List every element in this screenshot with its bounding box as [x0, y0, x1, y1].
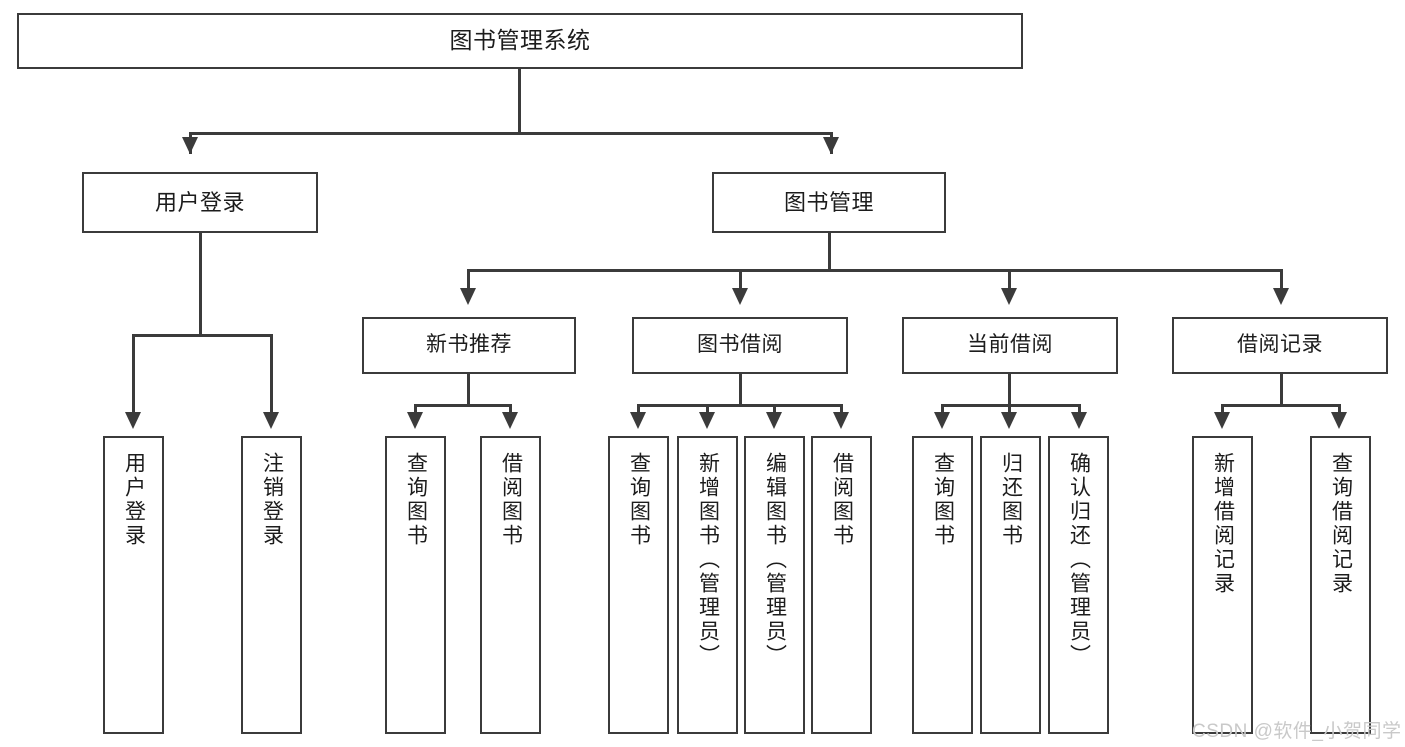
- edge-new-book-drop-1: [414, 404, 417, 419]
- node-label: 图书管理系统: [449, 27, 591, 54]
- edge-book-borrow-bus: [637, 404, 843, 407]
- node-label: 新增借阅记录: [1211, 452, 1235, 596]
- arrow-leaf-return-book: [1001, 412, 1017, 429]
- leaf-query-borrow-record[interactable]: 查询借阅记录: [1310, 436, 1371, 734]
- leaf-edit-book-admin[interactable]: 编辑图书（管理员）: [744, 436, 805, 734]
- node-book-management[interactable]: 图书管理: [712, 172, 946, 233]
- node-root-system[interactable]: 图书管理系统: [17, 13, 1023, 69]
- node-label: 确认归还（管理员）: [1067, 452, 1091, 668]
- node-label: 查询借阅记录: [1329, 452, 1353, 596]
- edge-root-stem: [518, 69, 521, 134]
- node-label: 图书借阅: [697, 333, 783, 357]
- edge-to-current-borrow: [1008, 269, 1011, 300]
- edge-to-new-book: [467, 269, 470, 300]
- arrow-leaf-edit-book: [766, 412, 782, 429]
- arrow-leaf-add-record: [1214, 412, 1230, 429]
- edge-borrow-record-bus: [1221, 404, 1341, 407]
- edge-book-manage-stem: [828, 233, 831, 271]
- node-label: 归还图书: [999, 452, 1023, 548]
- edge-to-borrow-record: [1280, 269, 1283, 300]
- node-label: 查询图书: [404, 452, 428, 548]
- edge-new-book-bus: [414, 404, 509, 407]
- node-label: 编辑图书（管理员）: [763, 452, 787, 668]
- edge-user-login-drop-1: [132, 334, 135, 419]
- arrow-leaf-user-login: [125, 412, 141, 429]
- leaf-borrow-book-borrow[interactable]: 借阅图书: [811, 436, 872, 734]
- edge-user-login-stem: [199, 233, 202, 336]
- arrow-leaf-add-book: [699, 412, 715, 429]
- edge-level2-bus: [467, 269, 1283, 272]
- arrow-leaf-query-book-3: [934, 412, 950, 429]
- node-label: 借阅图书: [830, 452, 854, 548]
- edge-borrow-record-stem: [1280, 374, 1283, 406]
- edge-book-borrow-drop-3: [773, 404, 776, 419]
- node-label: 注销登录: [260, 452, 284, 548]
- arrow-leaf-confirm-return: [1071, 412, 1087, 429]
- arrow-to-user-login: [182, 137, 198, 154]
- edge-book-borrow-drop-2: [706, 404, 709, 419]
- node-user-login[interactable]: 用户登录: [82, 172, 318, 233]
- leaf-return-book[interactable]: 归还图书: [980, 436, 1041, 734]
- arrow-to-new-book: [460, 288, 476, 305]
- arrow-to-book-borrow: [732, 288, 748, 305]
- node-label: 图书管理: [783, 189, 874, 215]
- edge-current-borrow-bus: [941, 404, 1081, 407]
- leaf-query-book-current[interactable]: 查询图书: [912, 436, 973, 734]
- leaf-logout[interactable]: 注销登录: [241, 436, 302, 734]
- edge-borrow-record-drop-2: [1338, 404, 1341, 419]
- edge-to-book-borrow: [739, 269, 742, 300]
- node-current-borrow[interactable]: 当前借阅: [902, 317, 1118, 374]
- arrow-to-borrow-record: [1273, 288, 1289, 305]
- edge-current-borrow-stem: [1008, 374, 1011, 406]
- node-label: 查询图书: [931, 452, 955, 548]
- edge-current-borrow-drop-3: [1078, 404, 1081, 419]
- node-label: 用户登录: [154, 189, 245, 215]
- node-label: 查询图书: [627, 452, 651, 548]
- arrow-leaf-query-book-1: [407, 412, 423, 429]
- node-label: 借阅记录: [1237, 333, 1323, 357]
- leaf-add-book-admin[interactable]: 新增图书（管理员）: [677, 436, 738, 734]
- arrow-leaf-borrow-book-2: [833, 412, 849, 429]
- leaf-confirm-return-admin[interactable]: 确认归还（管理员）: [1048, 436, 1109, 734]
- node-label: 借阅图书: [499, 452, 523, 548]
- edge-new-book-drop-2: [509, 404, 512, 419]
- arrow-to-book-manage: [823, 137, 839, 154]
- edge-book-borrow-drop-1: [637, 404, 640, 419]
- leaf-user-login[interactable]: 用户登录: [103, 436, 164, 734]
- edge-borrow-record-drop-1: [1221, 404, 1224, 419]
- edge-current-borrow-drop-1: [941, 404, 944, 419]
- node-label: 新书推荐: [426, 333, 512, 357]
- leaf-borrow-book-newbook[interactable]: 借阅图书: [480, 436, 541, 734]
- arrow-leaf-logout: [263, 412, 279, 429]
- node-label: 当前借阅: [967, 333, 1053, 357]
- leaf-query-book-newbook[interactable]: 查询图书: [385, 436, 446, 734]
- arrow-to-current-borrow: [1001, 288, 1017, 305]
- arrow-leaf-borrow-book-1: [502, 412, 518, 429]
- watermark-text: CSDN @软件_小贺同学: [1192, 721, 1402, 742]
- node-label: 用户登录: [122, 452, 146, 548]
- arrow-leaf-query-record: [1331, 412, 1347, 429]
- node-borrow-record[interactable]: 借阅记录: [1172, 317, 1388, 374]
- edge-user-login-bus: [132, 334, 272, 337]
- edge-book-borrow-stem: [739, 374, 742, 406]
- node-label: 新增图书（管理员）: [696, 452, 720, 668]
- edge-current-borrow-drop-2: [1008, 404, 1011, 419]
- node-book-borrow[interactable]: 图书借阅: [632, 317, 848, 374]
- node-new-book-recommend[interactable]: 新书推荐: [362, 317, 576, 374]
- leaf-query-book-borrow[interactable]: 查询图书: [608, 436, 669, 734]
- leaf-add-borrow-record[interactable]: 新增借阅记录: [1192, 436, 1253, 734]
- edge-new-book-stem: [467, 374, 470, 406]
- arrow-leaf-query-book-2: [630, 412, 646, 429]
- edge-user-login-drop-2: [270, 334, 273, 419]
- edge-book-borrow-drop-4: [840, 404, 843, 419]
- edge-root-bus: [189, 132, 833, 135]
